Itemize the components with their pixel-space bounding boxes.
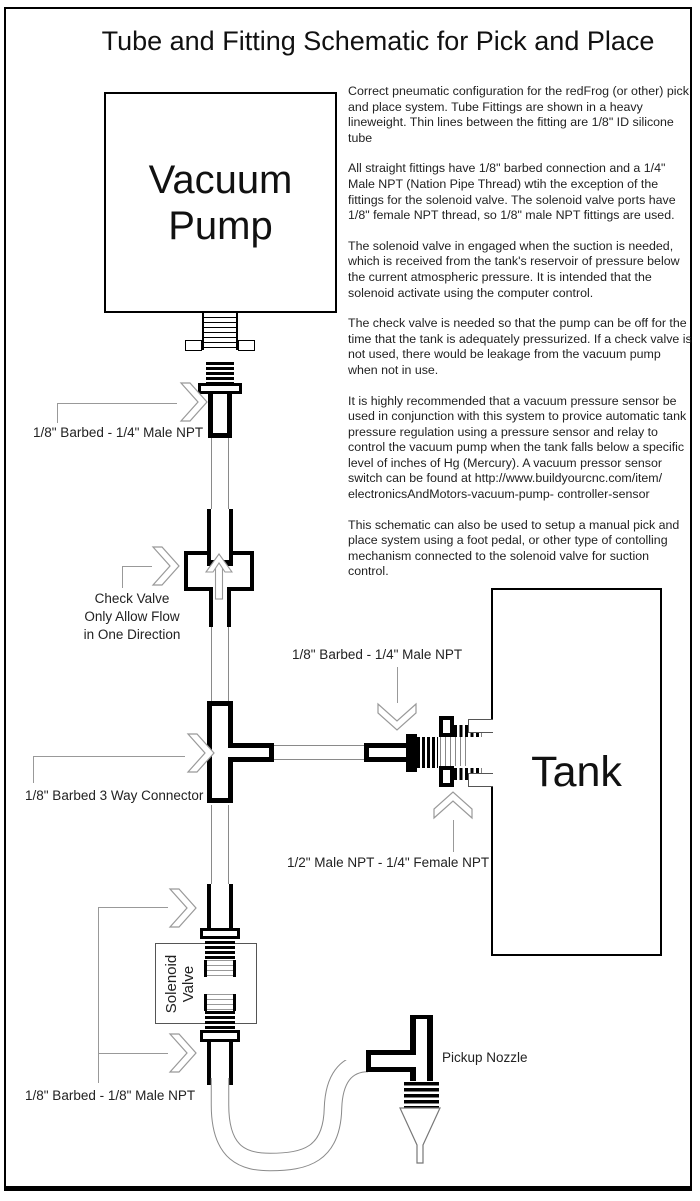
solenoid-fittings-label: 1/8" Barbed - 1/8" Male NPT	[25, 1088, 196, 1103]
leader-arrow-icon	[168, 888, 197, 928]
leader-line-solenoid-bottom-h	[98, 1053, 168, 1054]
tank-wall-opening	[489, 733, 494, 773]
leader-arrow-icon	[377, 702, 417, 731]
tank-npt-fitting-label: 1/2" Male NPT - 1/4" Female NPT	[287, 855, 490, 870]
check-valve-flow-arrow-icon	[205, 553, 233, 600]
leader-line-solenoid-v	[98, 907, 99, 1083]
tank-barb-fitting-label: 1/8" Barbed - 1/4" Male NPT	[292, 647, 463, 662]
tank-barb-fitting-flange	[406, 734, 417, 772]
pump-fitting-threads	[206, 362, 234, 383]
tank-box: Tank	[491, 588, 662, 956]
solenoid-fitting-bottom-threads	[205, 1011, 235, 1030]
leader-arrow-icon	[179, 382, 208, 422]
pickup-nozzle-arm	[366, 1050, 416, 1072]
leader-line-tank-barb	[397, 667, 398, 703]
silicone-tube-segment-1	[211, 438, 229, 510]
pump-fitting-barb-stem	[208, 394, 232, 438]
leader-line-three-way-v	[33, 756, 34, 783]
check-valve-label-line-1: Check Valve	[94, 591, 170, 606]
pump-fitting-label: 1/8" Barbed - 1/4" Male NPT	[33, 425, 204, 440]
leader-arrow-icon	[168, 1033, 197, 1073]
tank-barb-fitting-stem	[364, 743, 408, 762]
leader-line-solenoid-top-h	[98, 907, 168, 908]
solenoid-fitting-top-threads	[205, 941, 235, 960]
notes-column: Correct pneumatic configuration for the …	[348, 84, 692, 595]
leader-line-check-valve-h	[122, 566, 152, 567]
tank-wall-tab-top	[468, 719, 493, 733]
note-paragraph-4: The check valve is needed so that the pu…	[348, 316, 692, 377]
pump-port-threads	[202, 313, 238, 350]
three-way-connector-arm	[228, 743, 274, 762]
note-paragraph-6: This schematic can also be used to setup…	[348, 517, 680, 579]
leader-line-pump-fitting-h	[57, 403, 177, 404]
note-paragraph-1: Correct pneumatic configuration for the …	[348, 84, 689, 145]
pump-port-tab-left	[185, 340, 202, 351]
check-valve-label-line-2: Only Allow Flow	[84, 609, 180, 624]
tank-npt-fitting-thread-body	[440, 737, 470, 766]
pump-port-tab-right	[238, 340, 255, 351]
tank-npt-fitting-flange-top	[439, 716, 454, 737]
pump-fitting-flange	[198, 383, 242, 394]
leader-line-pump-fitting-v	[57, 403, 58, 423]
check-valve-label: Check Valve Only Allow Flow in One Direc…	[57, 590, 207, 644]
leader-line-three-way-h	[33, 756, 185, 757]
pickup-nozzle-tip	[399, 1107, 441, 1164]
silicone-tube-segment-horizontal	[274, 745, 366, 760]
note-paragraph-5: It is highly recommended that a vacuum p…	[348, 393, 687, 502]
page-title: Tube and Fitting Schematic for Pick and …	[101, 26, 655, 56]
leader-line-check-valve-v	[122, 566, 123, 588]
silicone-tube-curve	[210, 1060, 369, 1172]
tank-label: Tank	[531, 747, 622, 796]
note-paragraph-2: All straight fittings have 1/8" barbed c…	[348, 161, 676, 223]
solenoid-fitting-bottom-port	[204, 994, 236, 1011]
leader-arrow-icon	[186, 733, 215, 773]
solenoid-fitting-top-port	[204, 960, 236, 977]
vacuum-pump-box: Vacuum Pump	[104, 92, 337, 313]
page-border	[4, 7, 692, 1191]
leader-line-tank-npt	[453, 820, 454, 852]
tank-barb-fitting-threads	[417, 737, 438, 768]
vacuum-pump-label: Vacuum Pump	[148, 157, 293, 248]
pickup-nozzle-threads	[404, 1082, 439, 1108]
check-valve-label-line-3: in One Direction	[83, 627, 181, 642]
leader-arrow-icon	[433, 791, 473, 820]
solenoid-fitting-bottom-flange	[200, 1030, 240, 1042]
note-paragraph-3: The solenoid valve in engaged when the s…	[348, 238, 680, 300]
solenoid-fitting-top-stem	[207, 884, 233, 928]
solenoid-fitting-top-flange	[200, 928, 240, 939]
tank-wall-tab-bottom	[468, 773, 493, 787]
leader-arrow-icon	[151, 546, 180, 586]
solenoid-fitting-bottom-stem	[207, 1042, 233, 1085]
silicone-tube-segment-2	[211, 627, 229, 701]
check-valve-outlet-stub	[209, 587, 231, 627]
tank-npt-fitting-flange-bottom	[439, 766, 454, 787]
silicone-tube-segment-3	[211, 805, 229, 885]
pickup-nozzle-label: Pickup Nozzle	[442, 1050, 528, 1065]
three-way-connector-label: 1/8" Barbed 3 Way Connector	[25, 788, 204, 803]
